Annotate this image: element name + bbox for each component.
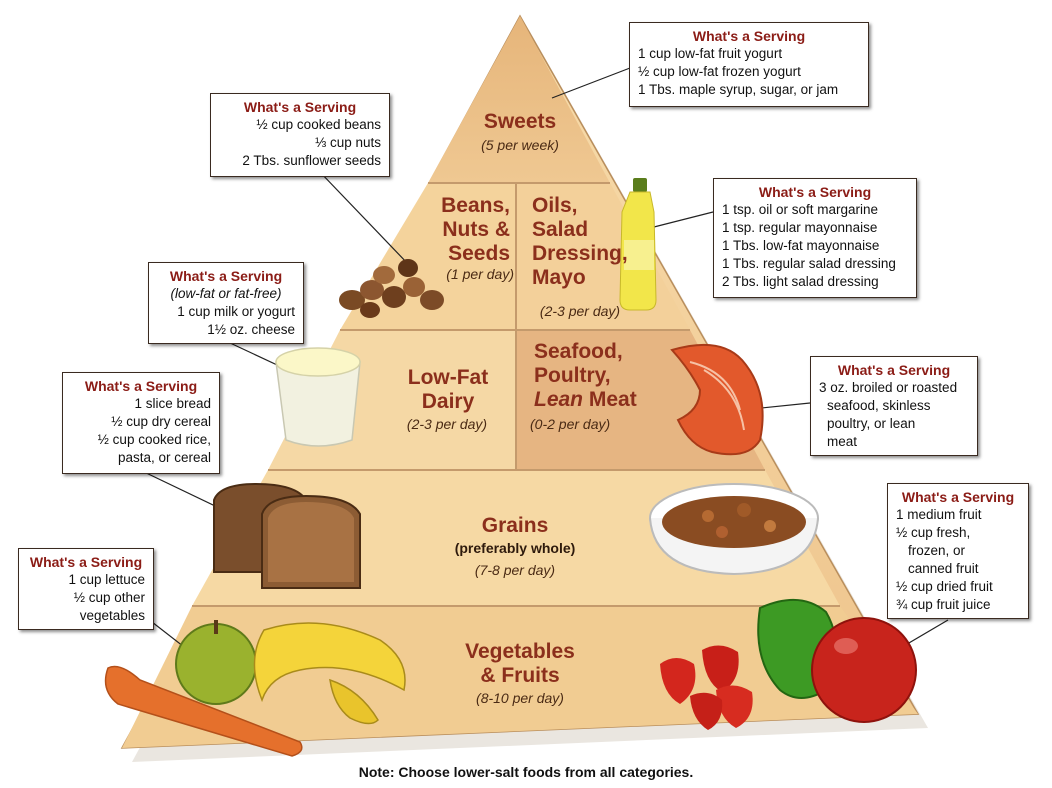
salmon-image: [670, 343, 764, 456]
serving-box-oils: What's a Serving 1 tsp. oil or soft marg…: [713, 178, 917, 298]
seafood-title: Seafood,Poultry, Lean Meat: [534, 340, 637, 411]
tomato-image: [811, 617, 917, 723]
vegetables-frequency: (8-10 per day): [476, 690, 564, 706]
oils-frequency: (2-3 per day): [539, 303, 621, 319]
carrot-image: [104, 665, 303, 757]
serving-box-dairy: What's a Serving (low-fat or fat-free) 1…: [148, 262, 304, 344]
nuts-image: [339, 259, 444, 318]
bread-image: [213, 482, 361, 589]
pointer-beans: [317, 169, 411, 267]
grains-frequency: (7-8 per day): [474, 562, 556, 578]
strawberries-image: [660, 645, 753, 730]
grains-note: (preferably whole): [454, 540, 576, 556]
serving-box-sweets: What's a Serving 1 cup low-fat fruit yog…: [629, 22, 869, 107]
seafood-frequency: (0-2 per day): [530, 416, 611, 432]
bananas-image: [253, 622, 406, 725]
sweets-title: Sweets: [483, 110, 557, 133]
cereal-bowl-image: [649, 483, 819, 576]
apple-image: [175, 620, 257, 705]
pointer-sweets: [551, 67, 631, 99]
serving-box-seafood: What's a Serving 3 oz. broiled or roaste…: [810, 356, 978, 456]
dairy-frequency: (2-3 per day): [406, 416, 488, 432]
vegetables-title: Vegetables& Fruits: [465, 640, 575, 687]
footer-note: Note: Choose lower-salt foods from all c…: [358, 764, 694, 780]
oil-bottle-image: [619, 178, 657, 311]
milk-glass-image: [275, 347, 361, 447]
tier-sweets: [428, 16, 610, 183]
beans-title: Beans,Nuts &Seeds: [441, 194, 510, 265]
pointer-oils: [649, 211, 714, 229]
beans-frequency: (1 per day): [446, 266, 514, 282]
grains-title: Grains: [481, 514, 549, 537]
sweets-frequency: (5 per week): [481, 137, 559, 153]
